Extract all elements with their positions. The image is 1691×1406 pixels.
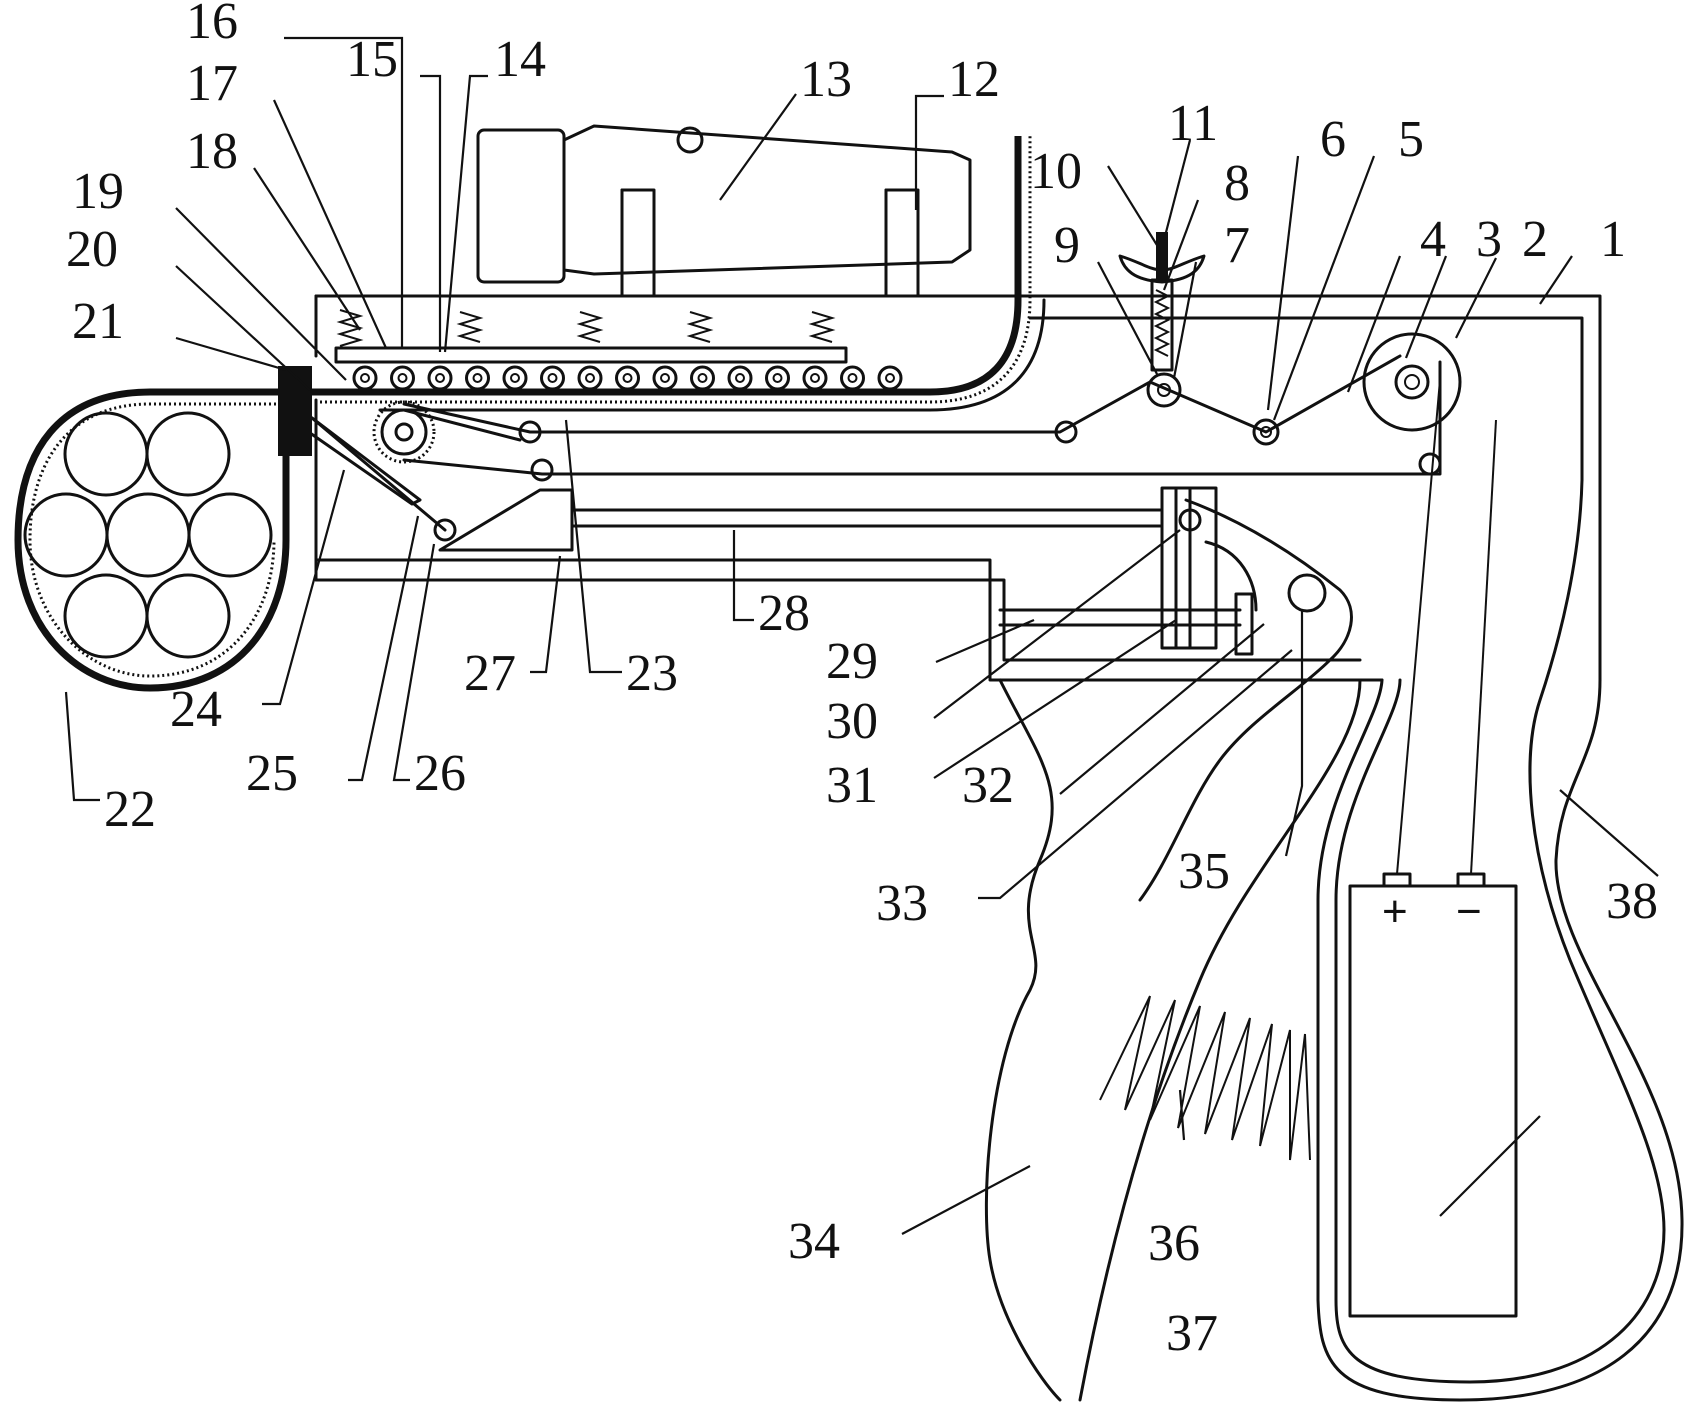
handle-shell (1318, 480, 1682, 1400)
ref-numeral-8: 8 (1224, 155, 1250, 212)
ref-numeral-11: 11 (1168, 95, 1218, 152)
roller-axle (624, 374, 632, 382)
ref-numeral-3: 3 (1476, 211, 1502, 268)
ref-numeral-9: 9 (1054, 217, 1080, 274)
ref-numeral-2: 2 (1522, 211, 1548, 268)
roller (542, 367, 564, 389)
ref-numeral-30: 30 (826, 693, 878, 750)
roller-axle (361, 374, 369, 382)
ref-numeral-17: 17 (186, 55, 238, 112)
roller (579, 367, 601, 389)
belt-23 (404, 356, 1440, 480)
ref-numeral-34: 34 (788, 1213, 840, 1270)
roller (504, 367, 526, 389)
ref-numeral-23: 23 (626, 645, 678, 702)
ref-numeral-22: 22 (104, 781, 156, 838)
roller (729, 367, 751, 389)
battery-37: + − (1350, 380, 1516, 1316)
roller-axle (399, 374, 407, 382)
ref-numeral-12: 12 (948, 51, 1000, 108)
roller-axle (549, 374, 557, 382)
ref-numeral-38: 38 (1606, 873, 1658, 930)
ref-numeral-5: 5 (1398, 111, 1424, 168)
ref-numeral-4: 4 (1420, 211, 1446, 268)
roller-axle (699, 374, 707, 382)
ref-numeral-37: 37 (1166, 1305, 1218, 1362)
adjusting-screw (1120, 232, 1204, 370)
ref-numeral-20: 20 (66, 221, 118, 278)
spring-plate-17 (336, 310, 846, 362)
ref-numeral-14: 14 (494, 31, 546, 88)
roller-axle (436, 374, 444, 382)
roller-axle (811, 374, 819, 382)
ref-numeral-36: 36 (1148, 1215, 1200, 1272)
motor-13 (478, 126, 970, 296)
slider-block-27 (440, 490, 572, 550)
ref-numeral-27: 27 (464, 645, 516, 702)
roller-axle (886, 374, 894, 382)
reel-22 (18, 392, 296, 688)
upper-roller-row (354, 367, 901, 389)
roller (767, 367, 789, 389)
ref-numeral-29: 29 (826, 633, 878, 690)
roller (842, 367, 864, 389)
ref-numeral-1: 1 (1600, 211, 1626, 268)
ref-numeral-21: 21 (72, 293, 124, 350)
reference-numerals: 1234567891011121314151617181920212223242… (66, 0, 1658, 1362)
trigger-spring-36 (1100, 996, 1310, 1160)
ref-numeral-33: 33 (876, 875, 928, 932)
ref-numeral-6: 6 (1320, 111, 1346, 168)
roller (467, 367, 489, 389)
ref-numeral-35: 35 (1178, 843, 1230, 900)
roller (354, 367, 376, 389)
ref-numeral-13: 13 (800, 51, 852, 108)
roller-axle (849, 374, 857, 382)
ref-numeral-26: 26 (414, 745, 466, 802)
roller-axle (586, 374, 594, 382)
ref-numeral-15: 15 (346, 31, 398, 88)
guide-block-21 (278, 366, 312, 456)
trigger-linkage (572, 488, 1256, 654)
roller-axle (661, 374, 669, 382)
roller (429, 367, 451, 389)
roller-axle (511, 374, 519, 382)
ref-numeral-31: 31 (826, 757, 878, 814)
drive-pulley (1364, 334, 1460, 430)
battery-minus: − (1456, 887, 1482, 936)
battery-plus: + (1382, 887, 1408, 936)
ref-numeral-10: 10 (1030, 143, 1082, 200)
roller (879, 367, 901, 389)
roller-axle (736, 374, 744, 382)
roller (392, 367, 414, 389)
ref-numeral-16: 16 (186, 0, 238, 50)
ref-numeral-25: 25 (246, 745, 298, 802)
roller-axle (774, 374, 782, 382)
ref-numeral-18: 18 (186, 123, 238, 180)
cutter-arm (300, 418, 455, 540)
ref-numeral-24: 24 (170, 681, 222, 738)
roller (804, 367, 826, 389)
roller (654, 367, 676, 389)
ref-numeral-7: 7 (1224, 217, 1250, 274)
roller (617, 367, 639, 389)
ref-numeral-28: 28 (758, 585, 810, 642)
roller (692, 367, 714, 389)
ref-numeral-32: 32 (962, 757, 1014, 814)
ref-numeral-19: 19 (72, 163, 124, 220)
roller-axle (474, 374, 482, 382)
